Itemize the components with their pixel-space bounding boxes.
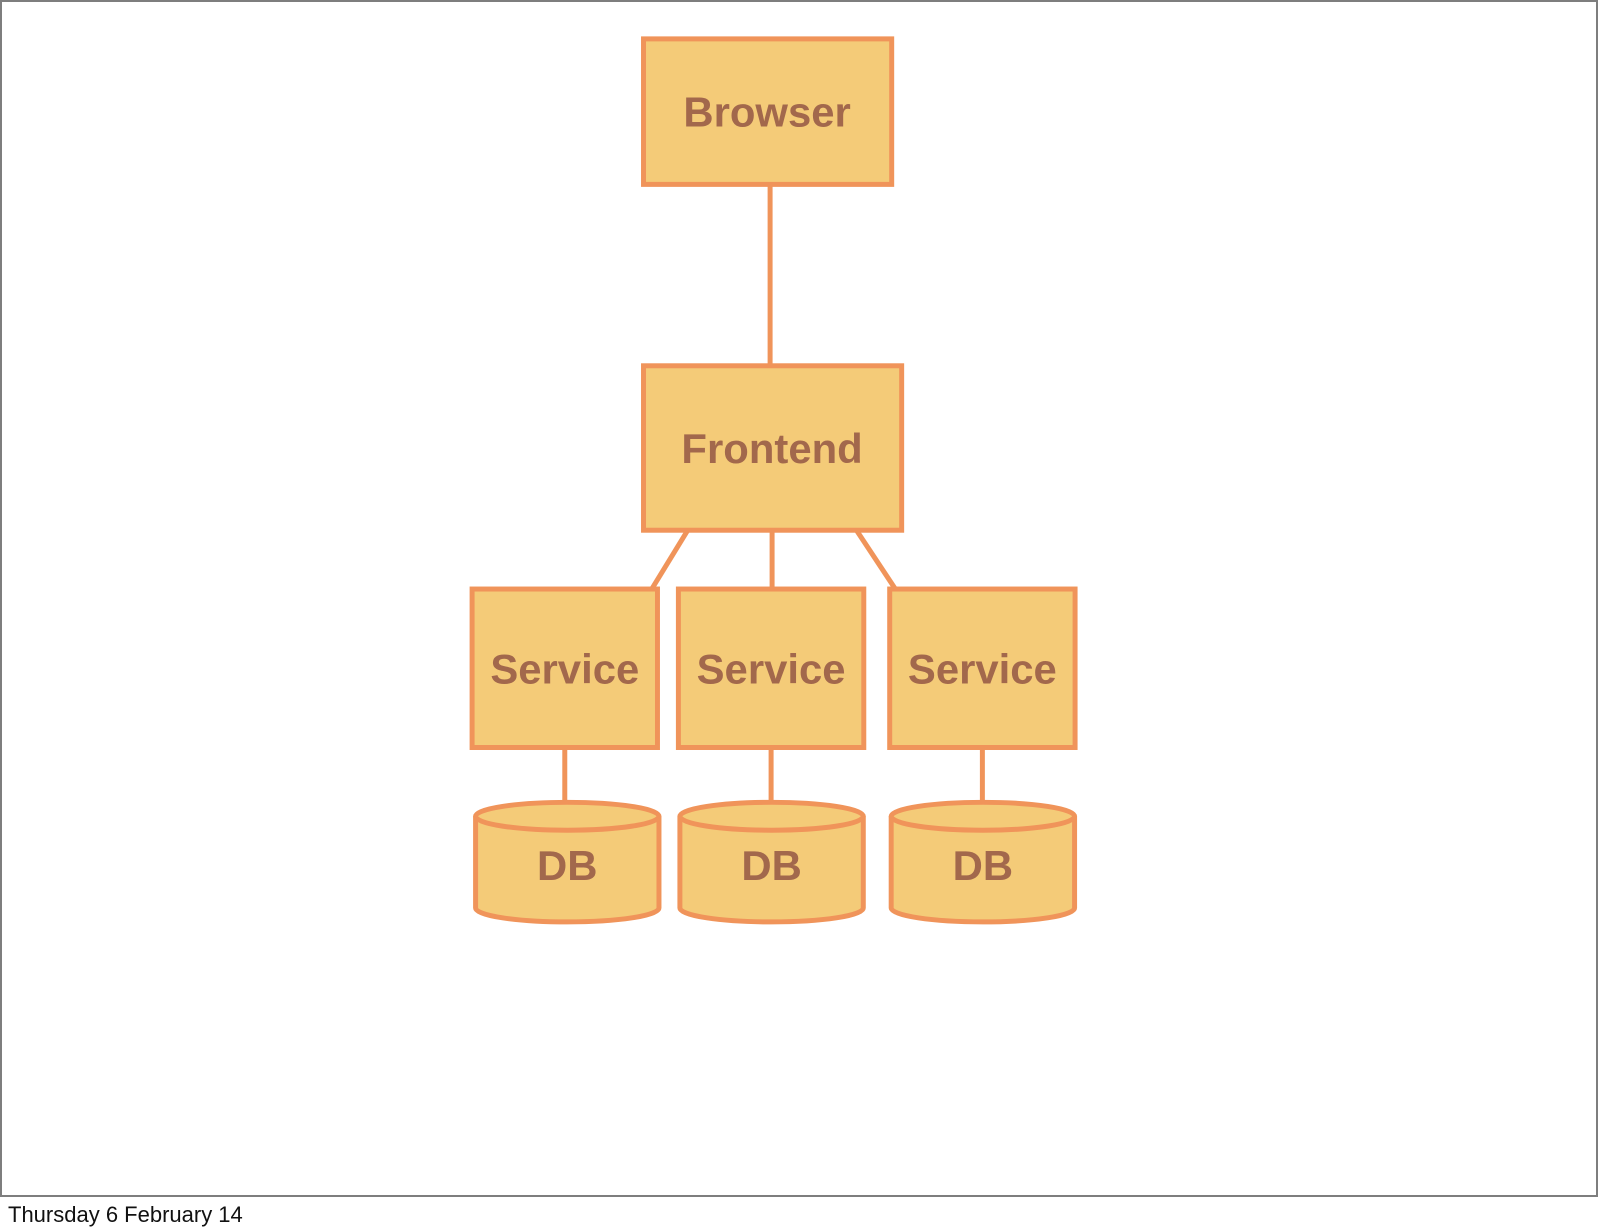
frontend-label: Frontend <box>681 425 862 472</box>
service-box-3 <box>887 586 1078 750</box>
slide-canvas: Browser Frontend Service Service Service <box>0 0 1598 1197</box>
service-box-1 <box>469 586 660 750</box>
service-node-2: Service <box>675 586 867 750</box>
slide-date: Thursday 6 February 14 <box>8 1202 243 1227</box>
browser-label: Browser <box>683 88 850 135</box>
frontend-box <box>641 363 905 533</box>
service-label-1: Service <box>490 645 639 692</box>
db-label-2: DB <box>741 842 801 889</box>
connectors <box>562 182 985 806</box>
frontend-node: Frontend <box>641 363 905 533</box>
service-box-2 <box>675 586 867 750</box>
db-node-2: DB <box>677 799 866 925</box>
db-cylinder-body-2 <box>677 816 866 925</box>
browser-box <box>641 36 895 187</box>
service-label-2: Service <box>697 645 846 692</box>
db-cylinder-top-2 <box>677 799 866 833</box>
service-label-3: Service <box>908 645 1057 692</box>
service-node-1: Service <box>469 586 660 750</box>
architecture-diagram: Browser Frontend Service Service Service <box>469 36 1078 925</box>
db-cylinder-top-3 <box>888 799 1078 833</box>
db-cylinder-top-1 <box>473 799 662 833</box>
db-cylinder-body-3 <box>888 816 1078 925</box>
connector-frontend-service-1 <box>648 527 691 593</box>
browser-node: Browser <box>641 36 895 187</box>
connector-frontend-service-3 <box>853 527 899 593</box>
db-cylinder-body-1 <box>473 816 662 925</box>
db-node-3: DB <box>888 799 1078 925</box>
db-node-1: DB <box>473 799 662 925</box>
service-node-3: Service <box>887 586 1078 750</box>
db-label-1: DB <box>537 842 597 889</box>
db-label-3: DB <box>953 842 1013 889</box>
